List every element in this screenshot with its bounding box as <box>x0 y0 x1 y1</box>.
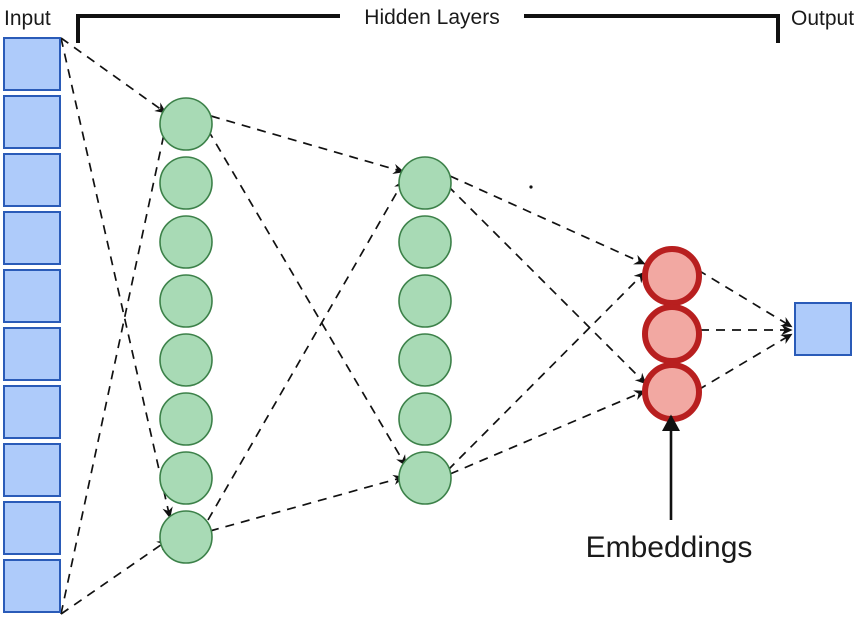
label-output: Output <box>791 7 854 30</box>
label-input: Input <box>4 7 51 30</box>
hidden-layer-1-node-2 <box>159 215 213 269</box>
input-node-1 <box>3 95 61 149</box>
hidden-layer-1-node-6 <box>159 451 213 505</box>
input-node-3 <box>3 211 61 265</box>
input-node-4 <box>3 269 61 323</box>
edge-input-9-to-hidden1-0 <box>60 119 170 615</box>
edge-hidden1-7-to-hidden2-0 <box>207 179 405 521</box>
edge-hidden1-0-to-hidden2-0 <box>210 115 405 175</box>
hidden-layer-1-node-1 <box>159 156 213 210</box>
edge-hidden2-5-to-embed-2 <box>449 390 646 475</box>
edge-input-0-to-hidden1-0 <box>60 37 167 114</box>
output-node-0 <box>794 302 852 356</box>
hidden-layer-2-node-5 <box>398 451 452 505</box>
edge-hidden1-7-to-hidden2-5 <box>209 474 405 532</box>
bracket-left-segment <box>76 14 340 43</box>
input-node-5 <box>3 327 61 381</box>
stray-dot-artifact <box>529 185 533 189</box>
input-node-9 <box>3 559 61 613</box>
edge-embed-2-to-output-0 <box>697 333 793 391</box>
embedding-node-1 <box>642 304 702 364</box>
connection-edges <box>60 37 793 615</box>
stray-dot <box>529 185 533 189</box>
hidden-layer-1-node-5 <box>159 392 213 446</box>
hidden-layer-2-node-4 <box>398 392 452 446</box>
edge-input-9-to-hidden1-7 <box>60 539 169 615</box>
embedding-node-2 <box>642 362 702 422</box>
network-nodes <box>3 37 852 613</box>
input-node-8 <box>3 501 61 555</box>
edge-hidden1-0-to-hidden2-5 <box>207 129 407 467</box>
input-node-6 <box>3 385 61 439</box>
edge-input-0-to-hidden1-7 <box>60 37 173 519</box>
input-node-0 <box>3 37 61 91</box>
embedding-node-0 <box>642 246 702 306</box>
hidden-layer-2-node-3 <box>398 333 452 387</box>
bracket-right-segment <box>524 14 780 43</box>
label-hidden-layers: Hidden Layers <box>364 6 499 29</box>
hidden-layer-2-node-1 <box>398 215 452 269</box>
label-embeddings: Embeddings <box>586 531 753 564</box>
edge-hidden2-0-to-embed-0 <box>449 175 646 265</box>
edge-hidden2-0-to-embed-2 <box>447 185 647 385</box>
hidden-layer-2-node-2 <box>398 274 452 328</box>
hidden-layer-1-node-4 <box>159 333 213 387</box>
input-node-2 <box>3 153 61 207</box>
hidden-layer-1-node-7 <box>159 510 213 564</box>
edge-hidden2-5-to-embed-0 <box>447 271 646 471</box>
hidden-layer-1-node-3 <box>159 274 213 328</box>
hidden-layer-1-node-0 <box>159 97 213 151</box>
edge-embed-0-to-output-0 <box>697 269 793 328</box>
hidden-layer-2-node-0 <box>398 156 452 210</box>
hidden-layers-bracket <box>76 14 780 43</box>
input-node-7 <box>3 443 61 497</box>
